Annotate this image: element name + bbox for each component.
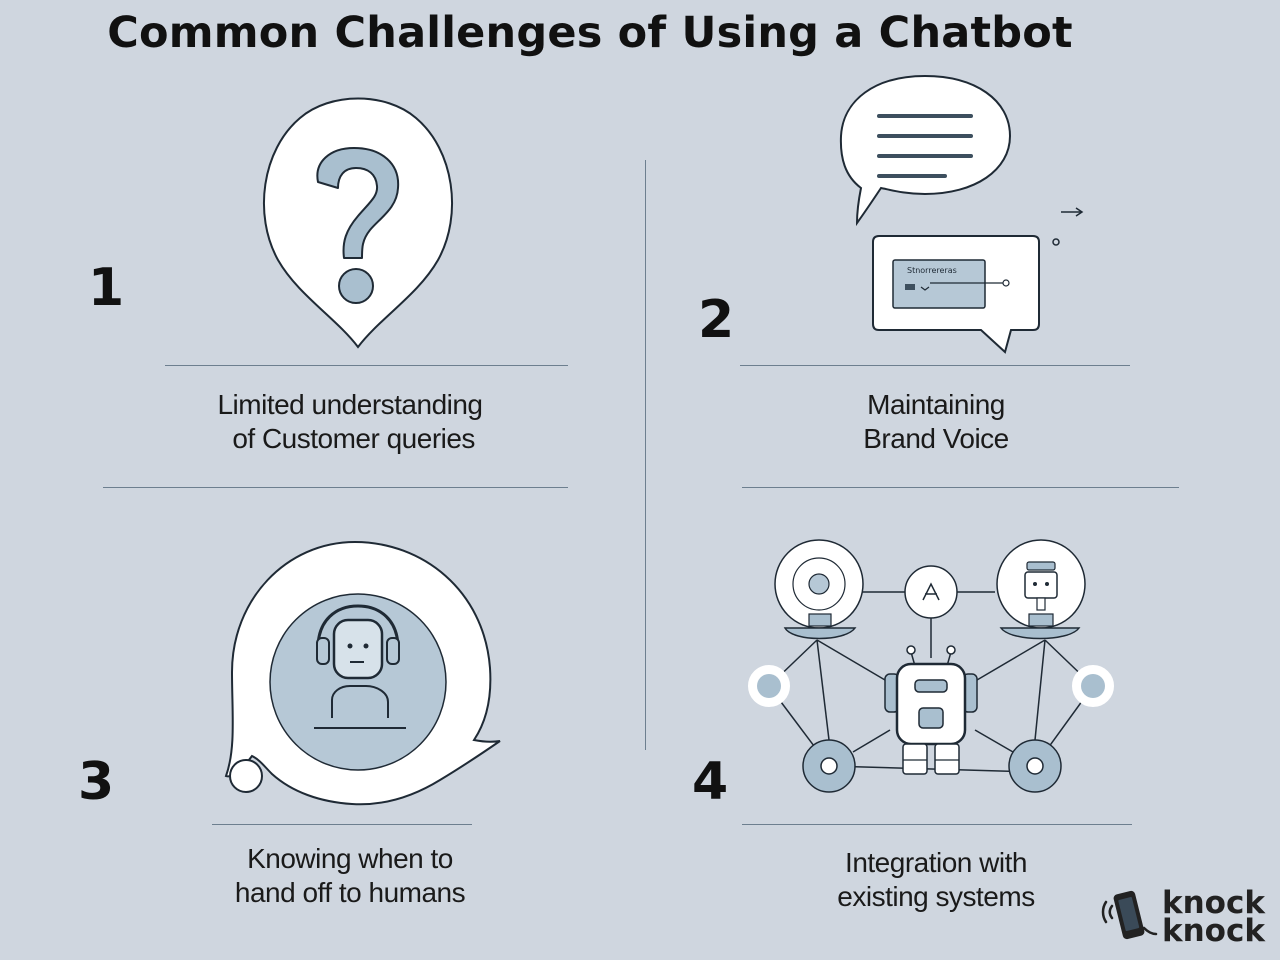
brand-line-1: knock	[1162, 885, 1265, 921]
section-1-caption: Limited understanding of Customer querie…	[150, 388, 550, 456]
phone-logo-icon	[1101, 890, 1158, 940]
section-1-bottom-rule	[103, 487, 568, 488]
section-4-number: 4	[692, 752, 729, 812]
section-3-rule	[212, 824, 472, 825]
mock-form-label: Stnorrereras	[907, 266, 957, 275]
section-3-caption-line-1: Knowing when to	[247, 843, 453, 874]
section-1-top-rule	[165, 365, 568, 366]
section-2-caption-line-2: Brand Voice	[863, 423, 1009, 454]
question-bubble-icon	[262, 97, 454, 349]
section-2-caption: Maintaining Brand Voice	[736, 388, 1136, 456]
section-1-caption-line-2: of Customer queries	[225, 423, 475, 454]
section-4-caption-line-2: existing systems	[837, 881, 1035, 912]
chat-bubbles-icon: Stnorrereras	[839, 74, 1084, 354]
section-1-caption-line-1: Limited understanding	[217, 389, 483, 420]
section-1-number: 1	[88, 258, 125, 318]
robot-network-icon	[748, 539, 1114, 793]
section-4-rule	[742, 824, 1132, 825]
section-2-caption-line-1: Maintaining	[867, 389, 1005, 420]
section-3-caption-line-2: hand off to humans	[234, 877, 466, 908]
section-3-caption: Knowing when to hand off to humans	[150, 842, 550, 910]
section-2-bottom-rule	[742, 487, 1179, 488]
brand-line-2: knock	[1162, 913, 1265, 949]
section-3-number: 3	[78, 752, 115, 812]
support-agent-icon	[224, 540, 501, 806]
section-4-caption: Integration with existing systems	[736, 846, 1136, 914]
section-4-caption-line-1: Integration with	[845, 847, 1027, 878]
section-2-number: 2	[698, 290, 735, 350]
center-divider	[645, 160, 646, 750]
page-title: Common Challenges of Using a Chatbot	[107, 8, 1073, 58]
brand-wordmark: knock knock	[1162, 885, 1265, 949]
section-2-top-rule	[740, 365, 1130, 366]
